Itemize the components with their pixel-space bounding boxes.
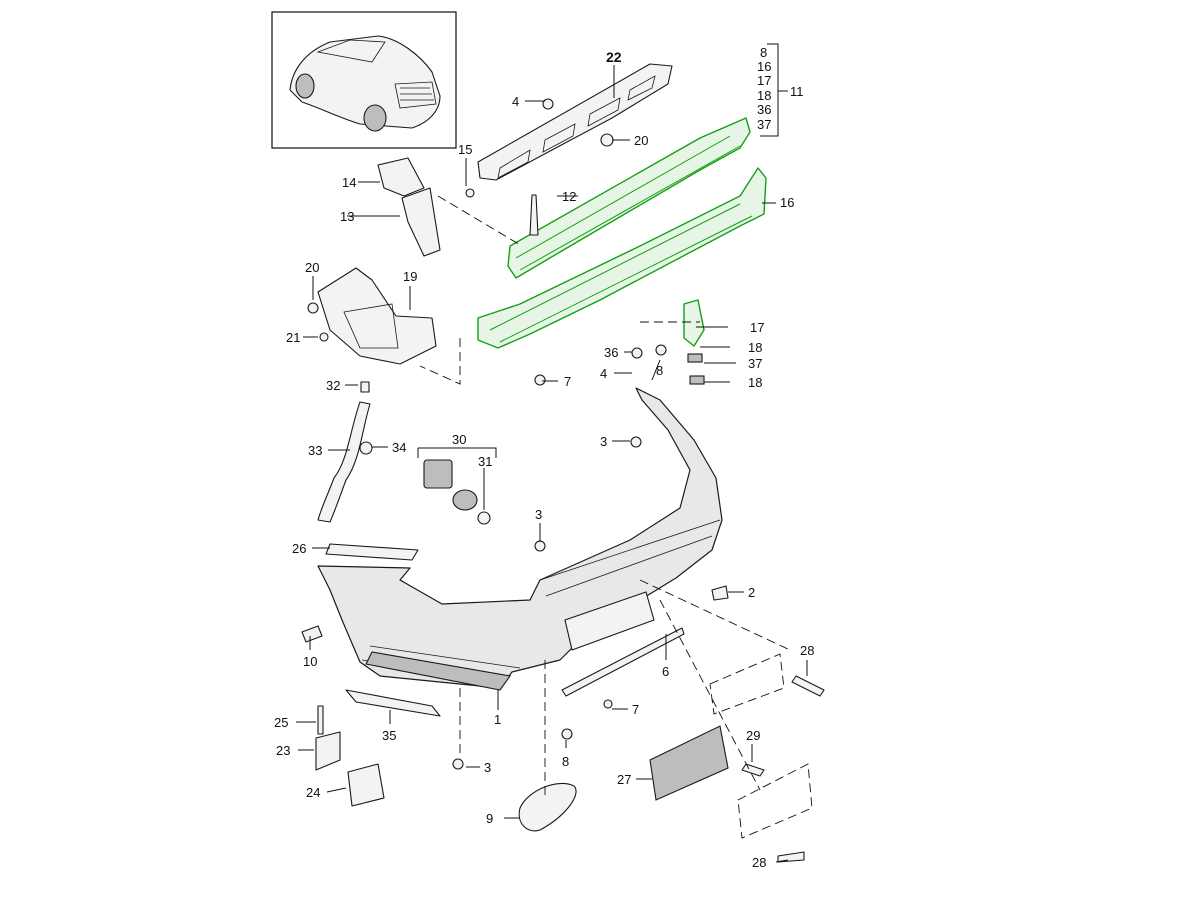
callout-3-right: 3 (600, 434, 607, 449)
lower-trim-35 (345, 689, 441, 717)
callout-20-top: 20 (634, 133, 648, 148)
callout-10: 10 (303, 654, 317, 669)
sleeve (518, 782, 577, 832)
group-11-item: 18 (757, 88, 771, 103)
group-11-item: 16 (757, 59, 771, 74)
leader-lines (296, 43, 808, 863)
callout-1: 1 (494, 712, 501, 727)
group-11-item: 37 (757, 117, 771, 132)
callout-2: 2 (748, 585, 755, 600)
group-11-item: 8 (760, 45, 767, 60)
callout-26: 26 (292, 541, 306, 556)
bumper-beam-highlighted (477, 117, 767, 349)
vehicle-thumbnail (271, 11, 457, 149)
callout-36: 36 (604, 345, 618, 360)
callout-12: 12 (562, 189, 576, 204)
side-bracket (377, 157, 441, 257)
callout-23: 23 (276, 743, 290, 758)
callout-9: 9 (486, 811, 493, 826)
group-11-item: 17 (757, 73, 771, 88)
callout-8-right: 8 (656, 363, 663, 378)
mounting-block (423, 459, 491, 525)
callout-37: 37 (748, 356, 762, 371)
callout-18-lower: 18 (748, 375, 762, 390)
callout-22: 22 (606, 49, 622, 65)
callout-25: 25 (274, 715, 288, 730)
callout-3-mid: 3 (535, 507, 542, 522)
bumper-cover (317, 387, 723, 691)
plate-outlines (709, 653, 813, 839)
callout-labels: 22 4 20 11 12 16 14 13 15 19 20 21 32 33… (274, 49, 814, 870)
callout-35: 35 (382, 728, 396, 743)
callout-15: 15 (458, 142, 472, 157)
callout-20-left: 20 (305, 260, 319, 275)
callout-21: 21 (286, 330, 300, 345)
callout-24: 24 (306, 785, 320, 800)
callout-6: 6 (662, 664, 669, 679)
callout-34: 34 (392, 440, 406, 455)
group-11-item: 36 (757, 102, 771, 117)
guide-bracket (317, 267, 437, 365)
plate-holder (649, 725, 729, 801)
callout-32: 32 (326, 378, 340, 393)
callout-4-top: 4 (512, 94, 519, 109)
callout-29: 29 (746, 728, 760, 743)
callout-19: 19 (403, 269, 417, 284)
alignment-lines (419, 195, 791, 800)
callout-7-bottom: 7 (632, 702, 639, 717)
callout-33: 33 (308, 443, 322, 458)
callout-31: 31 (478, 454, 492, 469)
callout-28-lower: 28 (752, 855, 766, 870)
fasteners (301, 98, 825, 863)
group-11-list: 8 16 17 18 36 37 (757, 45, 771, 132)
callout-11: 11 (790, 84, 804, 99)
callout-17: 17 (750, 320, 764, 335)
callout-13: 13 (340, 209, 354, 224)
plate-strip (561, 627, 685, 697)
callout-3-bottom: 3 (484, 760, 491, 775)
callout-30: 30 (452, 432, 466, 447)
callout-28-upper: 28 (800, 643, 814, 658)
callout-8-bottom: 8 (562, 754, 569, 769)
callout-7-right: 7 (564, 374, 571, 389)
trim-strip-26 (325, 543, 419, 561)
reflector-23 (315, 731, 341, 771)
callout-27: 27 (617, 772, 631, 787)
callout-14: 14 (342, 175, 356, 190)
reflector-24 (347, 763, 385, 807)
callout-16: 16 (780, 195, 794, 210)
strap (317, 401, 371, 523)
upper-carrier-rail (477, 63, 673, 181)
callout-18-upper: 18 (748, 340, 762, 355)
callout-4-right: 4 (600, 366, 607, 381)
